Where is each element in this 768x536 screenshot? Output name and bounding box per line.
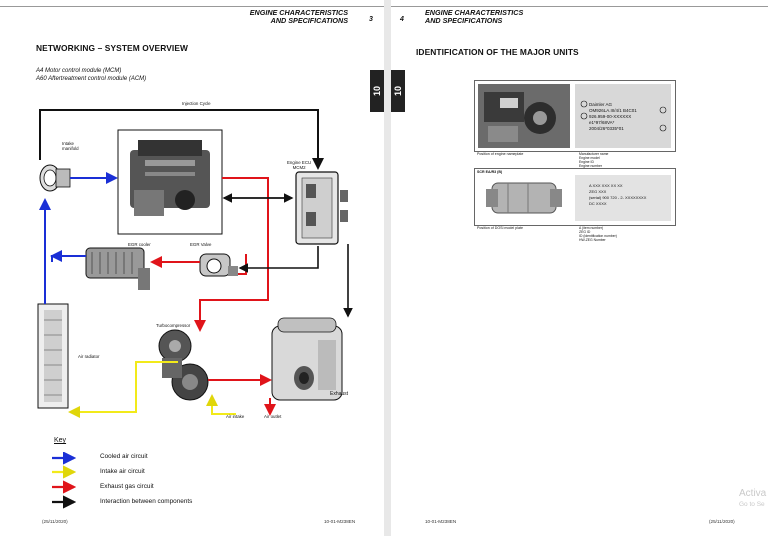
left-footer-date: (25/11/2020) <box>42 519 68 524</box>
right-header: ENGINE CHARACTERISTICS AND SPECIFICATION… <box>425 9 523 25</box>
injection-cycle-line <box>39 109 324 170</box>
system-overview-diagram <box>37 109 353 418</box>
left-footer-code: 10-01-M238EN <box>324 519 356 524</box>
plate1-legend-1: Manufacturer name <box>579 152 609 156</box>
exhaust-line-egr <box>238 254 247 275</box>
scr-nameplate-figure: SCR EA/R3 (B) A XXX XXX XX XX ZEG XXX (s… <box>474 168 676 226</box>
plate1-legend-4: Engine number <box>579 164 602 168</box>
label-turbocompressor: Turbocompressor <box>156 323 191 328</box>
intake-manifold-icon <box>39 164 71 192</box>
air-radiator-icon <box>37 303 69 409</box>
page-subtitle: A4 Motor control module (MCM) A60 Aftert… <box>36 68 146 83</box>
right-footer-code: 10-01-M238EN <box>425 519 457 524</box>
label-air-radiator: Air radiator <box>78 354 100 359</box>
scr-plate-text: A XXX XXX XX XX ZEG XXX (serial) 900 720… <box>589 183 646 207</box>
intake-air-line <box>68 361 178 418</box>
plate1-legend: Manufacturer name Engine model Engine ID… <box>579 152 608 168</box>
left-header-line2: AND SPECIFICATIONS <box>270 16 348 25</box>
nameplate-line4: e1*97/68VA* <box>589 120 615 125</box>
nameplate-callouts <box>580 100 667 132</box>
scr-plate-line2: ZEG XXX <box>589 189 607 194</box>
nameplate-line2: OM926LA.III/4/1 B4C01 <box>589 108 637 113</box>
engine-nameplate-figure: Daimler AG OM926LA.III/4/1 B4C01 926.959… <box>474 80 676 152</box>
nameplate-line5: 2004/26*0335*01 <box>589 126 624 131</box>
plate2-legend: A (item number) ZEG ID ID (identificatio… <box>579 226 617 242</box>
right-page-number: 4 <box>400 16 404 23</box>
page-gutter <box>384 0 391 536</box>
label-egr-valve: EGR Valve <box>190 242 212 247</box>
right-page: 4 ENGINE CHARACTERISTICS AND SPECIFICATI… <box>391 0 768 536</box>
label-air-intake: Air intake <box>226 414 245 419</box>
exhaust-unit-icon <box>271 317 343 401</box>
nameplate-line1: Daimler AG <box>589 102 613 107</box>
plate2-header: SCR EA/R3 (B) <box>477 170 503 174</box>
nameplate-text: Daimler AG OM926LA.III/4/1 B4C01 926.959… <box>589 102 637 132</box>
plate2-legend-2: ZEG ID <box>579 230 591 234</box>
plate2-legend-1: A (item number) <box>579 226 604 230</box>
subtitle-line1: A4 Motor control module (MCM) <box>36 68 122 74</box>
key-item-intake: Intake air circuit <box>100 468 145 475</box>
exhaust-line-engine-ecu <box>194 177 269 332</box>
key-item-interaction: Interaction between components <box>100 498 193 505</box>
turbocompressor-icon <box>158 329 209 401</box>
subtitle-line2: A60 Aftertreatment control module (ACM) <box>36 75 147 82</box>
engine-photo <box>478 84 570 148</box>
left-header-line1: ENGINE CHARACTERISTICS <box>249 8 348 17</box>
left-page: ENGINE CHARACTERISTICS AND SPECIFICATION… <box>0 6 384 524</box>
ecu-module-icon <box>295 171 348 245</box>
nameplate-panel: Daimler AG OM926LA.III/4/1 B4C01 926.959… <box>575 84 671 148</box>
engine-block-icon <box>130 140 210 216</box>
right-side-tab: 10 <box>391 70 405 112</box>
label-exhaust: Exhaust <box>330 391 349 397</box>
right-header-rule <box>391 6 768 7</box>
scr-plate-panel: A XXX XXX XX XX ZEG XXX (serial) 900 720… <box>575 175 671 221</box>
key-title: Key <box>54 437 67 444</box>
key-arrows <box>52 452 77 509</box>
egr-valve-icon <box>199 253 238 277</box>
left-header: ENGINE CHARACTERISTICS AND SPECIFICATION… <box>250 9 348 25</box>
plate2-caption: Position of DOSi model plate <box>477 226 523 230</box>
left-page-number: 3 <box>369 16 373 23</box>
left-tab-number: 10 <box>371 85 382 97</box>
plate2-legend-3: ID (identification number) <box>579 234 617 238</box>
nameplate-line3: 926.959-00-XXXXXX <box>589 114 632 119</box>
label-injection-cycle: Injection Cycle <box>182 101 211 106</box>
plate1-legend-3: Engine ID <box>579 160 594 164</box>
interaction-ecu-egr <box>238 246 319 273</box>
plate1-legend-2: Engine model <box>579 156 600 160</box>
scr-plate-line3: (serial) 900 720 - 2- XXXXXXXX <box>589 195 647 200</box>
scr-unit-photo <box>478 175 570 223</box>
key-item-exhaust: Exhaust gas circuit <box>100 483 154 490</box>
watermark-line1: Activa <box>739 488 767 499</box>
label-intake-manifold: Intake manifold <box>62 141 79 151</box>
watermark-line2: Go to Se <box>739 501 765 508</box>
right-page-title: IDENTIFICATION OF THE MAJOR UNITS <box>416 47 579 57</box>
plate1-caption: Position of engine nameplate <box>477 152 524 156</box>
scr-plate-line1: A XXX XXX XX XX <box>589 183 623 188</box>
plate2-legend-4: HW-ZEG Number <box>579 238 606 242</box>
intake-air-inlet <box>206 394 236 415</box>
scr-plate-line4: DC XXXX <box>589 201 607 206</box>
header-rule <box>0 6 384 7</box>
label-air-outlet: Air outlet <box>264 414 282 419</box>
page-title: NETWORKING – SYSTEM OVERVIEW <box>36 43 189 53</box>
right-header-line2: AND SPECIFICATIONS <box>425 16 503 25</box>
right-footer-date: (25/11/2020) <box>709 519 735 524</box>
right-header-line1: ENGINE CHARACTERISTICS <box>425 8 524 17</box>
activation-watermark: Activa Go to Se <box>739 488 766 510</box>
left-side-tab: 10 <box>370 70 384 112</box>
egr-cooler-icon <box>85 247 150 290</box>
right-tab-number: 10 <box>392 85 403 97</box>
label-egr-cooler: EGR cooler <box>128 242 151 247</box>
label-engine-ecu: Engine ECU MCM2 <box>287 160 312 170</box>
key-item-cooled: Cooled air circuit <box>100 453 148 460</box>
